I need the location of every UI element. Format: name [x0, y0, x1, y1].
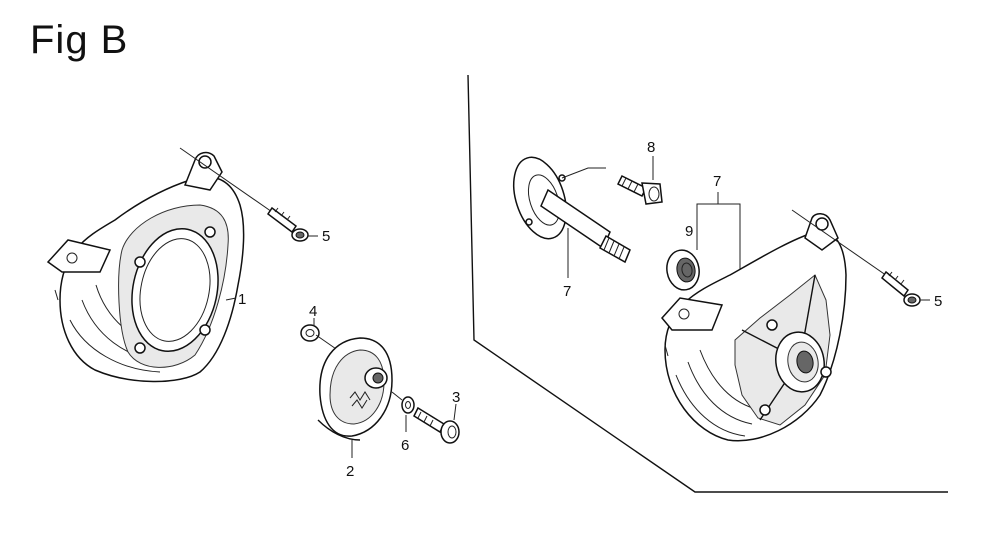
shaft	[512, 156, 631, 264]
callout-3: 3	[452, 389, 460, 406]
callout-9: 8	[647, 139, 655, 156]
washer-bottom	[391, 391, 415, 414]
screw-left-cover	[179, 147, 318, 242]
figure-title: Fig B	[30, 18, 129, 62]
oil-seal	[666, 249, 700, 291]
leader-3	[453, 403, 457, 421]
callout-7: 7	[713, 173, 721, 190]
leader-1	[225, 297, 237, 301]
leader-shaft-bolt	[561, 167, 606, 179]
callout-4: 4	[309, 303, 317, 320]
callout-1: 1	[238, 291, 246, 308]
shaft-bolt	[616, 174, 663, 205]
callout-2: 2	[346, 463, 354, 480]
callout-5-left: 5	[322, 228, 330, 245]
right-cover-assembly	[661, 213, 847, 442]
callout-8: 7	[563, 283, 571, 300]
callout-10: 9	[685, 223, 693, 240]
clutch-bolt	[413, 406, 460, 444]
callout-6: 6	[401, 437, 409, 454]
screw-right-cover	[791, 209, 930, 307]
callout-5-right: 5	[934, 293, 942, 310]
left-cover	[46, 151, 245, 383]
assembly-frame	[467, 74, 948, 493]
clutch-shoe	[317, 337, 393, 441]
